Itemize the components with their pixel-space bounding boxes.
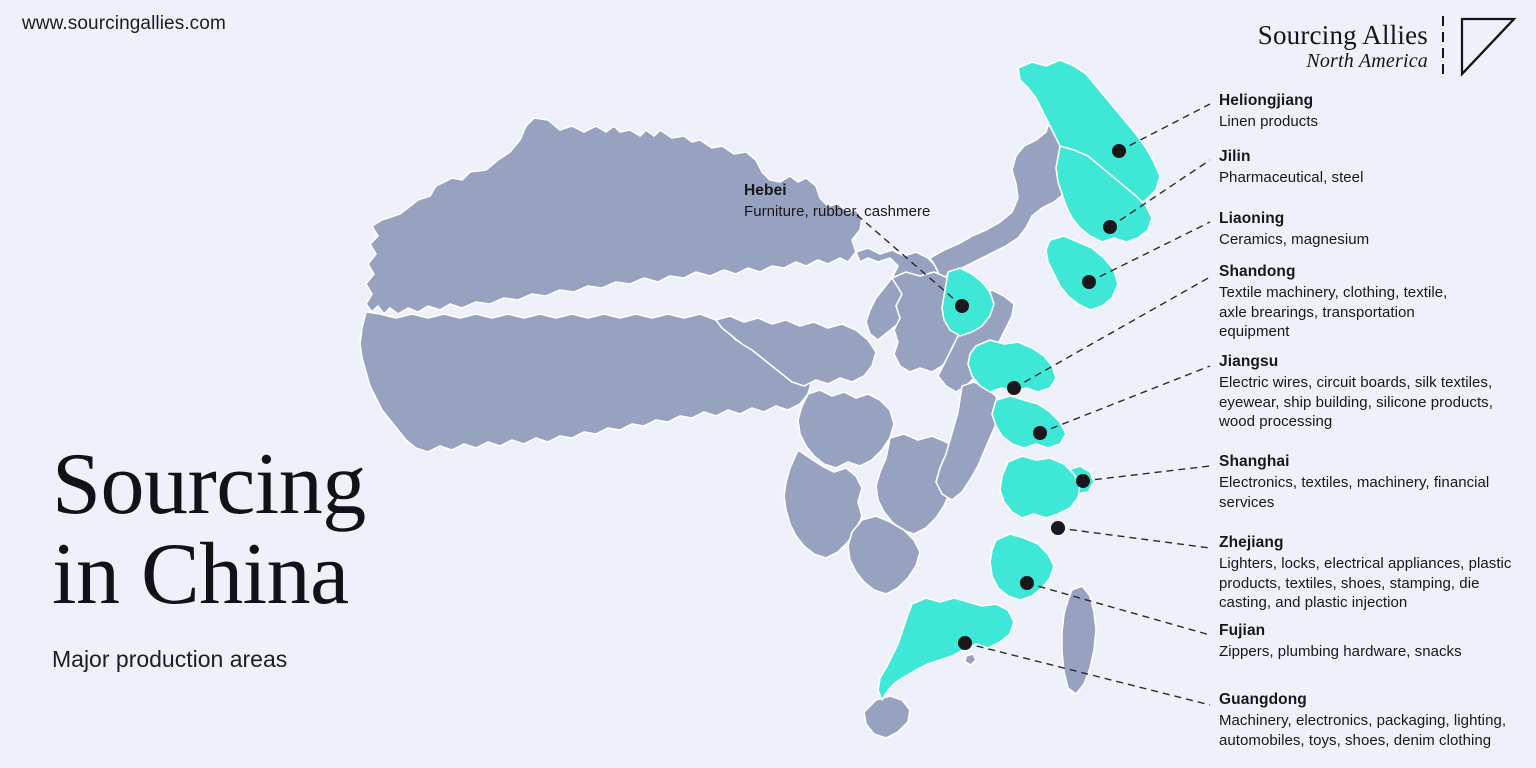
marker-dot-jiangsu[interactable] bbox=[1033, 426, 1047, 440]
triangle-arrow-mark-icon bbox=[1460, 17, 1517, 77]
logo-region-name: North America bbox=[1306, 49, 1428, 72]
callout-description-shanghai: Electronics, textiles, machinery, financ… bbox=[1219, 474, 1490, 511]
connector-jilin bbox=[1109, 159, 1211, 228]
callout-description-heliongjiang: Linen products bbox=[1219, 113, 1319, 131]
province-fujian[interactable] bbox=[989, 533, 1055, 601]
connector-guangdong bbox=[964, 642, 1211, 706]
province-qinghai bbox=[715, 315, 877, 387]
marker-dot-jilin[interactable] bbox=[1103, 220, 1117, 234]
marker-dot-fujian[interactable] bbox=[1020, 576, 1034, 590]
callout-description-jilin: Pharmaceutical, steel bbox=[1219, 169, 1364, 187]
callout-description-liaoning: Ceramics, magnesium bbox=[1219, 231, 1370, 249]
province-zhejiang[interactable] bbox=[999, 455, 1081, 519]
callout-name-shanghai: Shanghai bbox=[1219, 453, 1290, 470]
marker-dot-heliongjiang[interactable] bbox=[1112, 144, 1126, 158]
callout-name-jiangsu: Jiangsu bbox=[1219, 353, 1279, 370]
callout-name-jilin: Jilin bbox=[1219, 148, 1251, 165]
logo-dashed-divider bbox=[1442, 16, 1444, 78]
marker-dot-liaoning[interactable] bbox=[1082, 275, 1096, 289]
callout-name-hebei: Hebei bbox=[744, 182, 787, 199]
connector-shandong bbox=[1013, 276, 1211, 389]
callout-description-hebei: Furniture, rubber, cashmere bbox=[744, 203, 931, 221]
marker-dots-group bbox=[955, 144, 1126, 650]
hero-block: Sourcing in China Major production areas bbox=[52, 440, 522, 673]
connector-liaoning bbox=[1088, 221, 1211, 283]
province-liaoning[interactable] bbox=[1045, 235, 1119, 311]
province-jiangsu[interactable] bbox=[991, 395, 1067, 449]
marker-dot-hebei[interactable] bbox=[955, 299, 969, 313]
connector-lines-group bbox=[855, 103, 1211, 706]
logo-wordmark: Sourcing Allies North America bbox=[1258, 21, 1428, 72]
marker-dot-shanghai[interactable] bbox=[1076, 474, 1090, 488]
province-sichuan bbox=[797, 389, 895, 469]
region-hongkong bbox=[964, 653, 977, 666]
callout-name-heliongjiang: Heliongjiang bbox=[1219, 92, 1314, 109]
connector-shanghai bbox=[1082, 465, 1211, 482]
province-shandong[interactable] bbox=[967, 339, 1057, 393]
province-tibet bbox=[359, 311, 813, 453]
callout-description-shandong: Textile machinery, clothing, textile, ax… bbox=[1219, 284, 1448, 341]
callout-description-guangdong: Machinery, electronics, packaging, light… bbox=[1219, 712, 1507, 749]
marker-dot-shandong[interactable] bbox=[1007, 381, 1021, 395]
highlighted-provinces-group bbox=[877, 59, 1161, 701]
island-hainan bbox=[863, 695, 911, 739]
province-guizhou-hunan bbox=[875, 433, 963, 535]
province-guangxi bbox=[847, 515, 921, 595]
callout-name-shandong: Shandong bbox=[1219, 263, 1296, 280]
callout-description-zhejiang: Lighters, locks, electrical appliances, … bbox=[1219, 555, 1512, 612]
marker-dot-guangdong[interactable] bbox=[958, 636, 972, 650]
brand-logo[interactable]: Sourcing Allies North America bbox=[1258, 16, 1518, 78]
callout-name-guangdong: Guangdong bbox=[1219, 691, 1307, 708]
logo-company-name: Sourcing Allies bbox=[1257, 20, 1428, 51]
province-yunnan bbox=[783, 449, 863, 559]
page-title: Sourcing in China bbox=[52, 436, 366, 623]
site-url[interactable]: www.sourcingallies.com bbox=[22, 13, 226, 34]
connector-fujian bbox=[1026, 582, 1211, 636]
island-taiwan bbox=[1061, 585, 1097, 695]
province-guangdong[interactable] bbox=[877, 597, 1015, 701]
page-subtitle: Major production areas bbox=[52, 645, 288, 672]
callout-name-fujian: Fujian bbox=[1219, 622, 1266, 639]
connector-zhejiang bbox=[1057, 527, 1211, 549]
province-xinjiang bbox=[365, 117, 863, 315]
marker-dot-zhejiang[interactable] bbox=[1051, 521, 1065, 535]
callout-description-fujian: Zippers, plumbing hardware, snacks bbox=[1219, 643, 1462, 661]
province-jilin[interactable] bbox=[1055, 145, 1153, 243]
callout-name-zhejiang: Zhejiang bbox=[1219, 534, 1284, 551]
province-hebei[interactable] bbox=[941, 267, 995, 337]
callout-description-jiangsu: Electric wires, circuit boards, silk tex… bbox=[1219, 374, 1493, 431]
connector-jiangsu bbox=[1039, 365, 1211, 434]
callout-name-liaoning: Liaoning bbox=[1219, 210, 1285, 227]
province-jiangxi-anhui bbox=[935, 381, 1001, 501]
connector-heliongjiang bbox=[1118, 103, 1211, 152]
